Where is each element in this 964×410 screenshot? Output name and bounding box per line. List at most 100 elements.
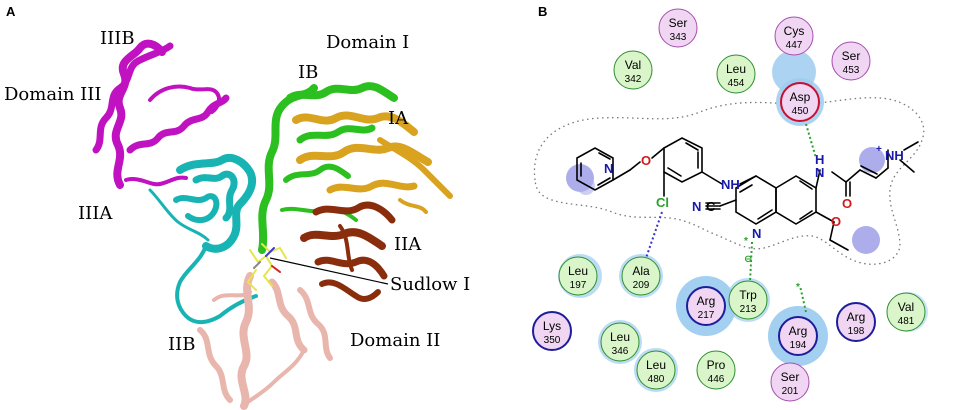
residue-disc xyxy=(558,256,598,296)
residue-arg198: Arg 198 xyxy=(836,302,876,342)
domain-ia-ribbon xyxy=(292,111,453,214)
residue-leu480: Leu 480 xyxy=(636,350,676,390)
atom-nh-amine: NH xyxy=(721,177,740,192)
residue-number: 217 xyxy=(698,310,715,321)
label-ia: IA xyxy=(388,108,409,129)
residue-leu346: Leu 346 xyxy=(600,322,640,362)
label-sudlow-i: Sudlow I xyxy=(390,274,470,295)
residue-name: Arg xyxy=(847,310,866,324)
residue-pro446: Pro 446 xyxy=(696,350,736,390)
arene-trp213 xyxy=(749,241,753,283)
residue-number: 446 xyxy=(708,374,725,385)
panel-a: A xyxy=(4,4,470,410)
residue-name: Ser xyxy=(781,370,800,384)
arene-marker-top: * xyxy=(744,236,748,247)
arene-marker-ring: ⊖ xyxy=(744,254,752,265)
atom-n-pyridine: N xyxy=(604,161,613,176)
residue-number: 450 xyxy=(792,106,809,117)
residue-val342: Val 342 xyxy=(613,50,653,90)
atom-n-amide: N xyxy=(815,165,824,180)
residue-disc xyxy=(658,8,698,48)
domain-iia-ribbon xyxy=(300,201,396,302)
residue-number: 213 xyxy=(740,304,757,315)
residue-disc xyxy=(696,350,736,390)
residue-name: Pro xyxy=(707,358,726,372)
residue-disc xyxy=(836,302,876,342)
residue-number: 343 xyxy=(670,32,687,43)
residue-disc xyxy=(780,82,820,122)
residue-disc xyxy=(686,286,726,326)
residue-disc xyxy=(770,362,810,402)
label-iib: IIB xyxy=(168,334,195,355)
residue-name: Ala xyxy=(632,264,650,278)
residue-name: Lys xyxy=(543,319,561,333)
residue-disc xyxy=(600,322,640,362)
residue-number: 197 xyxy=(570,280,587,291)
residue-name: Val xyxy=(625,58,641,72)
residue-leu197: Leu 197 xyxy=(558,256,598,296)
atom-c-nitrile: C xyxy=(706,199,716,214)
atom-o-amide: O xyxy=(842,196,852,211)
residue-name: Arg xyxy=(697,294,716,308)
residue-disc xyxy=(774,16,814,56)
residue-disc xyxy=(886,292,926,332)
residue-ser201: Ser 201 xyxy=(770,362,810,402)
atom-n-quinoline: N xyxy=(752,226,761,241)
halogen-bond-ala209 xyxy=(645,211,663,259)
interaction-lines xyxy=(645,123,817,313)
label-domain-i: Domain I xyxy=(326,32,409,53)
sudlow-pointer-line xyxy=(269,257,389,285)
residue-number: 342 xyxy=(625,74,642,85)
residue-ser343: Ser 343 xyxy=(658,8,698,48)
residue-arg217: Arg 217 xyxy=(686,286,726,326)
residue-name: Asp xyxy=(790,90,811,104)
label-ib: IB xyxy=(298,62,318,83)
residue-disc xyxy=(621,256,661,296)
residue-number: 346 xyxy=(612,346,629,357)
pocket-outline xyxy=(533,97,925,265)
panel-b-letter: B xyxy=(538,4,547,19)
label-domain-iii: Domain III xyxy=(4,84,101,105)
residue-name: Arg xyxy=(789,324,808,338)
atom-plus-charge: + xyxy=(876,144,882,155)
residue-number: 209 xyxy=(633,280,650,291)
ligand-atoms: N O NH Cl N C N H N O O NH + xyxy=(604,144,904,241)
residue-name: Ser xyxy=(842,49,861,63)
residue-number: 447 xyxy=(786,40,803,51)
residue-name: Trp xyxy=(739,288,757,302)
residue-number: 198 xyxy=(848,326,865,337)
label-iiib: IIIB xyxy=(100,28,135,49)
ligand-bonds xyxy=(576,137,919,251)
residue-disc xyxy=(728,280,768,320)
label-iiia: IIIA xyxy=(78,203,113,224)
residue-name: Leu xyxy=(646,358,666,372)
atom-n-nitrile: N xyxy=(692,199,701,214)
residue-ala209: Ala 209 xyxy=(621,256,661,296)
atom-cl: Cl xyxy=(656,195,669,210)
residue-disc xyxy=(636,350,676,390)
residue-number: 481 xyxy=(898,316,915,327)
hbond-asp450 xyxy=(805,123,817,159)
residue-disc xyxy=(613,50,653,90)
residue-name: Ser xyxy=(669,16,688,30)
label-iia: IIA xyxy=(394,234,422,255)
residue-disc xyxy=(778,316,818,356)
atom-o-ethoxy: O xyxy=(831,214,841,229)
atom-nh-plus: NH xyxy=(885,148,904,163)
domain-iib-ribbon xyxy=(197,272,333,410)
residue-name: Leu xyxy=(568,264,588,278)
residue-number: 480 xyxy=(648,374,665,385)
ligand-stick-model xyxy=(246,243,287,291)
residue-name: Leu xyxy=(610,330,630,344)
ligand-glows xyxy=(566,147,885,254)
domain-iiib-ribbon xyxy=(92,39,230,189)
residue-trp213: Trp 213 xyxy=(728,280,768,320)
residue-number: 201 xyxy=(782,386,799,397)
atom-o-ether: O xyxy=(641,153,651,168)
domain-iiia-ribbon xyxy=(148,153,258,324)
